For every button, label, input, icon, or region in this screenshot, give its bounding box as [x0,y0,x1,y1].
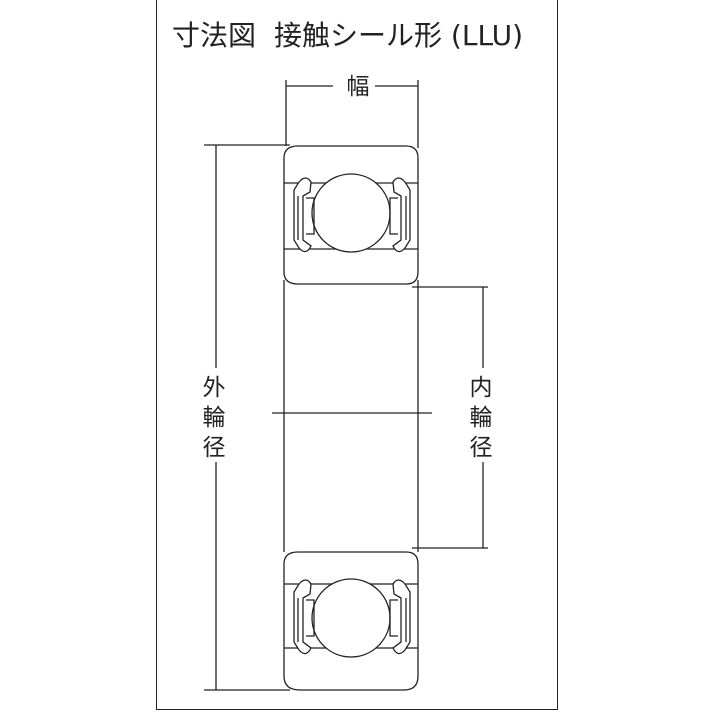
title-sub: 接触シール形 (LLU) [274,19,524,52]
id-char-1: 内 [469,375,493,401]
outer-diameter-label: 外 輪 径 [199,373,229,463]
diagram-title: 寸法図接触シール形 (LLU) [172,14,523,54]
outer-diameter-dimension [204,144,290,691]
id-char-3: 径 [469,435,493,461]
title-main: 寸法図 [172,19,257,52]
od-char-1: 外 [202,375,226,401]
top-bearing-section [283,145,419,285]
inner-diameter-dimension [412,286,488,549]
inner-diameter-label: 内 輪 径 [466,373,496,463]
id-char-2: 輪 [469,405,493,431]
width-label: 幅 [346,74,370,100]
od-char-2: 輪 [202,405,226,431]
width-dimension [285,80,419,148]
od-char-3: 径 [202,435,226,461]
bottom-bearing-section [283,551,419,691]
